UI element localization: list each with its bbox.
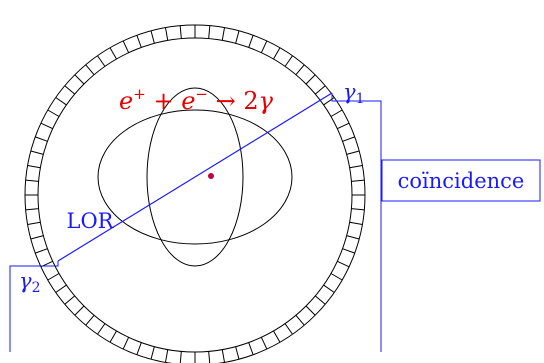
detector-segment xyxy=(123,337,128,349)
detector-segment xyxy=(28,222,41,224)
detector-segment xyxy=(274,48,281,59)
detector-segment xyxy=(296,315,304,325)
wire-gamma2 xyxy=(10,261,58,352)
wire-gamma1 xyxy=(332,93,381,352)
detector-segment xyxy=(306,75,315,84)
detector-segment xyxy=(274,331,281,342)
detector-segment xyxy=(351,209,364,210)
detector-segment xyxy=(65,296,75,304)
detector-segment xyxy=(331,274,342,281)
detector-segment xyxy=(296,65,304,75)
detector-segment xyxy=(48,274,59,281)
detector-segment xyxy=(222,350,224,363)
detector-segment xyxy=(337,261,349,267)
line-of-response xyxy=(58,93,332,261)
detector-segment xyxy=(236,31,239,44)
detector-segment xyxy=(26,209,39,210)
detector-segment xyxy=(165,350,167,363)
detector-segment xyxy=(350,222,363,224)
detector-segment xyxy=(137,343,141,355)
detector-segment xyxy=(41,123,53,128)
detector-segment xyxy=(65,86,75,94)
detector-segment xyxy=(337,123,349,128)
detector-segment xyxy=(261,337,267,349)
detector-segment xyxy=(48,110,59,117)
detector-segment xyxy=(75,306,84,315)
detector-segment xyxy=(31,236,44,239)
detector-segment xyxy=(347,236,360,239)
detector-segment xyxy=(347,151,360,154)
detector-segment xyxy=(26,180,39,181)
detector-segment xyxy=(306,306,315,315)
detector-segment xyxy=(86,65,94,75)
detector-segment xyxy=(222,28,224,41)
detector-segment xyxy=(315,86,325,94)
detector-segment xyxy=(97,56,104,67)
detector-segment xyxy=(56,285,67,292)
detector-segment xyxy=(137,35,141,47)
detector-segment xyxy=(151,31,154,44)
detector-segment xyxy=(331,110,342,117)
detector-segment xyxy=(86,315,94,325)
detector-segment xyxy=(151,347,154,360)
detector-segment xyxy=(56,97,67,104)
detector-segment xyxy=(209,26,210,39)
detector-segment xyxy=(261,41,267,53)
gamma1-label: γ1 xyxy=(343,80,364,107)
detector-ring xyxy=(25,25,365,363)
detector-segments xyxy=(25,25,365,363)
detector-segment xyxy=(180,26,181,39)
detector-segment xyxy=(180,351,181,363)
detector-segment xyxy=(35,249,47,253)
detector-segment xyxy=(35,137,47,141)
detector-segment xyxy=(350,165,363,167)
detector-segment xyxy=(209,351,210,363)
detector-segment xyxy=(285,324,292,335)
detector-segment xyxy=(165,28,167,41)
detector-segment xyxy=(31,151,44,154)
coincidence-label: coïncidence xyxy=(398,169,525,193)
detector-segment xyxy=(110,331,117,342)
detector-segment xyxy=(28,165,41,167)
annihilation-point xyxy=(208,173,214,179)
detector-segment xyxy=(315,296,325,304)
detector-segment xyxy=(97,324,104,335)
detector-segment xyxy=(110,48,117,59)
gamma2-label: γ2 xyxy=(19,269,40,296)
detector-segment xyxy=(343,137,355,141)
detector-segment xyxy=(351,180,364,181)
detector-segment xyxy=(343,249,355,253)
detector-segment xyxy=(285,56,292,67)
detector-segment xyxy=(123,41,128,53)
detector-segment xyxy=(324,285,335,292)
detector-segment xyxy=(249,343,253,355)
detector-segment xyxy=(236,347,239,360)
detector-segment xyxy=(249,35,253,47)
lor-label: LOR xyxy=(67,209,115,233)
detector-segment xyxy=(75,75,84,84)
